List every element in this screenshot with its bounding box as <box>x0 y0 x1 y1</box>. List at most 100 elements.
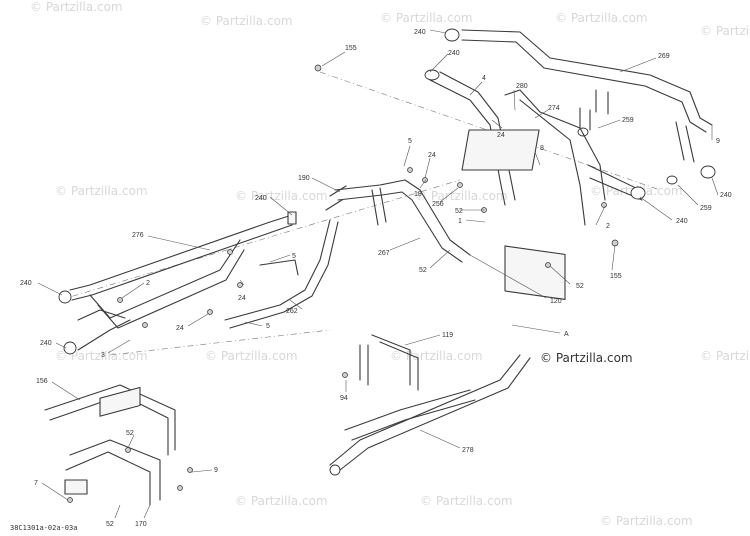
watermark-text: © Partzilla.com <box>700 24 750 38</box>
watermark-text: © Partzilla.com <box>390 349 483 363</box>
tube-end-cap <box>329 464 341 476</box>
tube-end-cap <box>630 186 646 200</box>
callout-24: 24 <box>428 152 436 159</box>
watermark-text: © Partzilla.com <box>55 349 148 363</box>
callout-276: 276 <box>132 232 144 239</box>
lower-side-rail <box>329 354 531 476</box>
callout-24: 24 <box>497 132 505 139</box>
watermark-text: © Partzilla.com <box>600 514 693 528</box>
callout-9: 9 <box>214 467 218 474</box>
bolt <box>117 297 123 303</box>
callout-9: 9 <box>716 138 720 145</box>
callout-170: 170 <box>135 521 147 528</box>
bolt <box>545 262 551 268</box>
front-cross-member <box>325 179 471 263</box>
bolt <box>142 322 148 328</box>
callout-18: 18 <box>414 191 422 198</box>
callout-259: 259 <box>700 205 712 212</box>
callout-267: 267 <box>378 250 390 257</box>
callout-5: 5 <box>266 323 270 330</box>
callout-52: 52 <box>576 283 584 290</box>
watermark-text: © Partzilla.com <box>235 189 328 203</box>
tube-plug <box>287 211 297 225</box>
callout-240: 240 <box>20 280 32 287</box>
callout-240: 240 <box>414 29 426 36</box>
callout-240: 240 <box>448 50 460 57</box>
hitch-plate <box>99 386 141 417</box>
watermark-text: © Partzilla.com <box>55 184 148 198</box>
bolt <box>407 167 413 173</box>
bolt <box>237 282 243 288</box>
callout-52: 52 <box>455 208 463 215</box>
callout-1: 1 <box>458 218 462 225</box>
callout-256: 256 <box>432 201 444 208</box>
callout-259: 259 <box>622 117 634 124</box>
axis-line <box>59 179 461 301</box>
hitch-receiver <box>64 479 88 495</box>
callout-240: 240 <box>720 192 732 199</box>
bolt <box>187 467 193 473</box>
bolt <box>457 182 463 188</box>
callout-3: 3 <box>101 352 105 359</box>
bumper-foot <box>666 175 678 185</box>
support-bracket <box>224 219 339 329</box>
bolt <box>177 485 183 491</box>
axis-line <box>319 71 661 191</box>
callout-8: 8 <box>540 145 544 152</box>
callout-A: A <box>564 331 569 338</box>
leader-lines <box>37 29 719 519</box>
callout-262: 262 <box>286 308 298 315</box>
frame-lower-box <box>504 245 566 300</box>
callout-94: 94 <box>340 395 348 402</box>
callout-7: 7 <box>34 480 38 487</box>
callout-280: 280 <box>516 83 528 90</box>
callout-52: 52 <box>126 430 134 437</box>
tube-end-cap <box>424 69 440 81</box>
watermark-text: © Partzilla.com <box>700 349 750 363</box>
watermark-text: © Partzilla.com <box>555 11 648 25</box>
callout-5: 5 <box>408 138 412 145</box>
rear-hitch-frame <box>44 384 176 506</box>
assembly-axis-lines <box>59 71 661 356</box>
watermark-text: © Partzilla.com <box>30 0 123 14</box>
watermark-text: © Partzilla.com <box>380 11 473 25</box>
callout-5: 5 <box>292 253 296 260</box>
axis-line <box>109 329 331 356</box>
callout-155: 155 <box>610 273 622 280</box>
watermark-text: © Partzilla.com <box>200 14 293 28</box>
bolt <box>227 249 233 255</box>
watermark-text: © Partzilla.com <box>235 494 328 508</box>
watermark-text: © Partzilla.com <box>420 494 513 508</box>
bumper-foot <box>577 127 589 137</box>
callout-155: 155 <box>345 45 357 52</box>
brand-label: © Partzilla.com <box>540 351 633 365</box>
callout-120: 120 <box>550 298 562 305</box>
left-a-frame <box>58 211 297 355</box>
bolt <box>125 447 131 453</box>
bolt <box>342 372 348 378</box>
callout-24: 24 <box>238 295 246 302</box>
watermark-layer: © Partzilla.com © Partzilla.com © Partzi… <box>30 0 750 528</box>
front-bumper-bar <box>444 28 716 185</box>
end-cap <box>700 165 716 179</box>
bolt <box>67 497 73 503</box>
bracket-119 <box>359 334 419 391</box>
callout-2: 2 <box>606 223 610 230</box>
end-cap <box>444 28 460 42</box>
callout-190: 190 <box>298 175 310 182</box>
callout-119: 119 <box>442 332 453 339</box>
callout-240: 240 <box>676 218 688 225</box>
diagram-reference-code: 38C1301a-02a-03a <box>10 524 77 532</box>
callout-labels: 155 240 240 4 269 280 274 24 259 9 240 2… <box>20 29 732 528</box>
callout-240: 240 <box>40 340 52 347</box>
bolt <box>207 309 213 315</box>
callout-24: 24 <box>176 325 184 332</box>
bolt <box>601 202 607 208</box>
callout-274: 274 <box>548 105 560 112</box>
watermark-text: © Partzilla.com <box>205 349 298 363</box>
callout-2: 2 <box>146 280 150 287</box>
callout-240: 240 <box>255 195 267 202</box>
callout-52: 52 <box>106 521 114 528</box>
